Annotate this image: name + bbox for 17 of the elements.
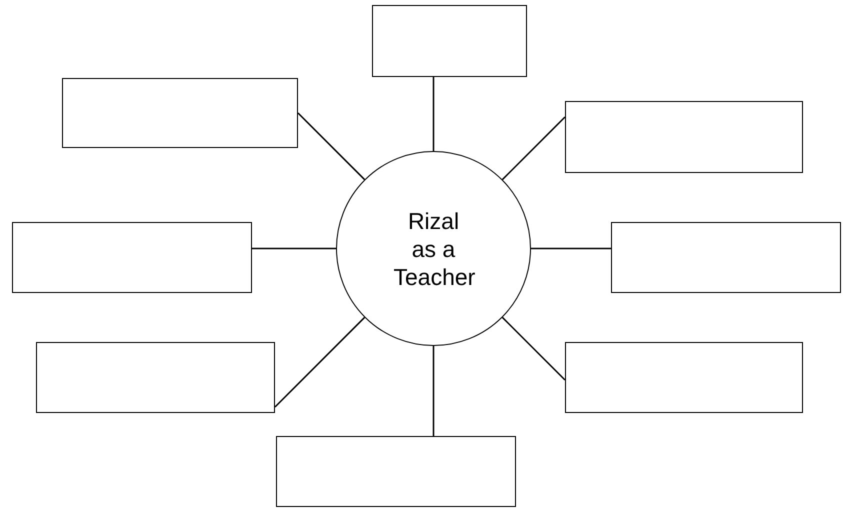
spoke-line [502, 316, 566, 381]
spoke-line [502, 116, 566, 180]
empty-box [62, 78, 298, 148]
spoke-line [531, 248, 611, 250]
spoke-line [432, 346, 434, 436]
spoke-line [252, 248, 336, 250]
empty-box [12, 222, 252, 293]
empty-box [565, 342, 803, 413]
empty-box [565, 101, 803, 173]
spoke-line [274, 316, 366, 408]
empty-box [36, 342, 275, 413]
spoke-line [432, 77, 434, 151]
spoke-line [297, 112, 366, 180]
empty-box [611, 222, 841, 293]
empty-box [372, 5, 527, 77]
empty-box [276, 436, 516, 507]
topic-label: Rizal as a Teacher [394, 206, 474, 290]
